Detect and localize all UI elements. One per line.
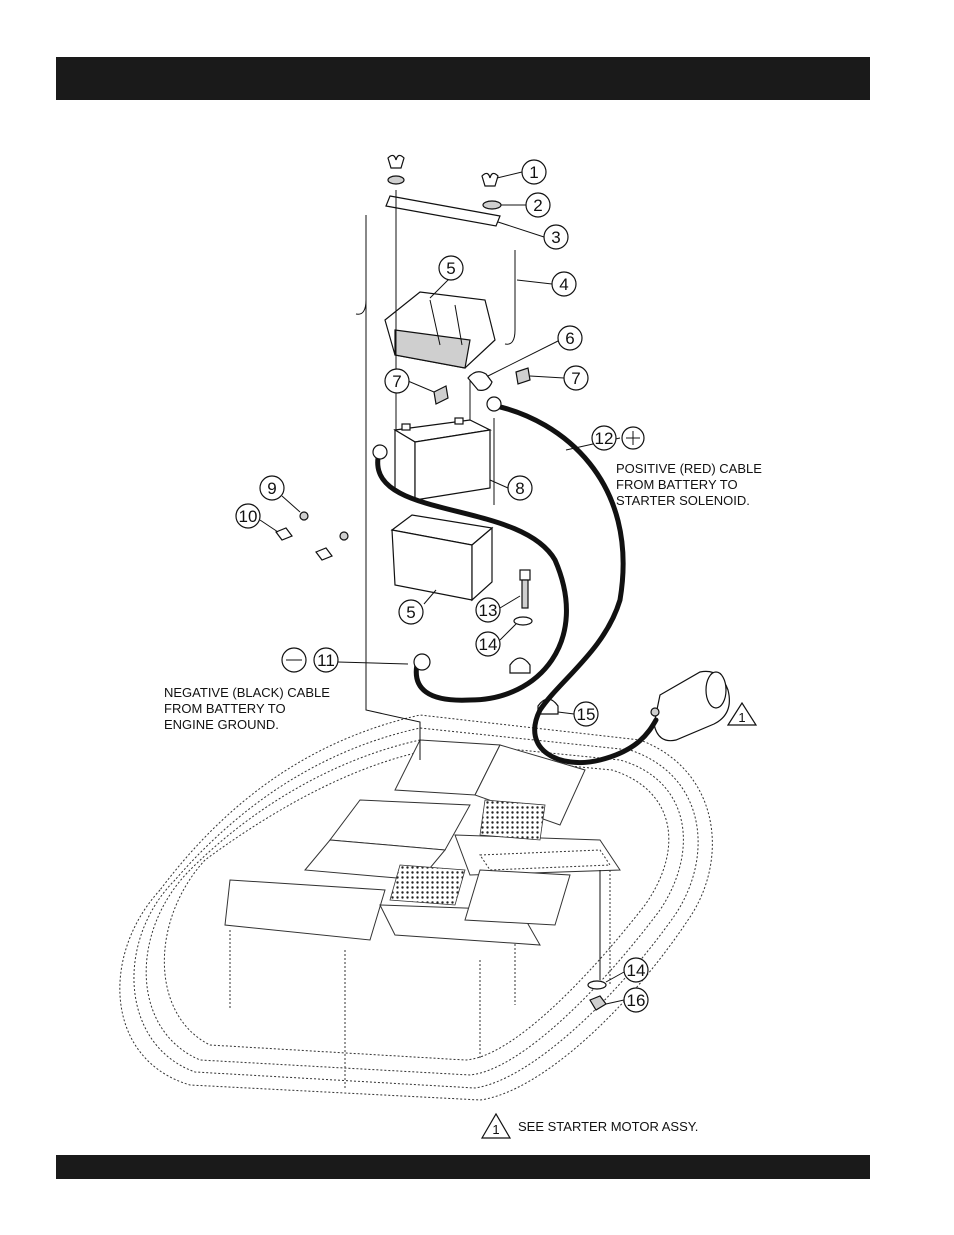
svg-text:4: 4 xyxy=(559,275,568,294)
svg-text:6: 6 xyxy=(565,329,574,348)
svg-text:STARTER SOLENOID.: STARTER SOLENOID. xyxy=(616,493,750,508)
svg-text:POSITIVE (RED) CABLE: POSITIVE (RED) CABLE xyxy=(616,461,762,476)
callout-15: 15 xyxy=(558,702,598,726)
mounting-plates xyxy=(225,740,620,945)
callout-9: 9 xyxy=(260,476,300,512)
legend: 1 SEE STARTER MOTOR ASSY. xyxy=(482,1114,698,1138)
reference-triangle-solenoid: 1 xyxy=(728,703,756,725)
j-bolt-left xyxy=(356,218,366,314)
svg-text:NEGATIVE (BLACK) CABLE: NEGATIVE (BLACK) CABLE xyxy=(164,685,330,700)
callout-14-upper: 14 xyxy=(476,624,516,656)
callout-4: 4 xyxy=(517,272,576,296)
svg-text:1: 1 xyxy=(492,1122,499,1137)
terminal-boot xyxy=(468,372,492,391)
callout-7-right: 7 xyxy=(530,366,588,390)
callout-2: 2 xyxy=(501,193,550,217)
svg-text:11: 11 xyxy=(317,651,335,670)
svg-text:7: 7 xyxy=(571,369,580,388)
svg-text:1: 1 xyxy=(529,163,538,182)
svg-text:15: 15 xyxy=(577,705,596,724)
svg-text:7: 7 xyxy=(392,372,401,391)
callout-1: 1 xyxy=(497,160,546,184)
positive-cable xyxy=(487,397,656,763)
terminal-bolt-right xyxy=(516,368,530,384)
svg-text:12: 12 xyxy=(595,429,614,448)
svg-text:1: 1 xyxy=(738,710,745,725)
callout-5-cover: 5 xyxy=(430,256,463,298)
svg-text:5: 5 xyxy=(446,259,455,278)
battery-tray xyxy=(392,515,492,600)
callout-7-left: 7 xyxy=(385,369,434,393)
svg-text:3: 3 xyxy=(551,228,560,247)
svg-text:5: 5 xyxy=(406,603,415,622)
callout-12: 12 xyxy=(566,426,644,450)
svg-text:14: 14 xyxy=(627,961,646,980)
svg-text:9: 9 xyxy=(267,479,276,498)
wing-nut-left xyxy=(388,155,404,184)
terminal-bolt-left xyxy=(434,386,448,404)
wing-nut-right xyxy=(482,173,498,186)
washers-nuts-left xyxy=(276,512,348,560)
hold-down-bar xyxy=(386,196,500,226)
svg-text:14: 14 xyxy=(479,635,498,654)
j-bolt-right xyxy=(505,250,515,344)
svg-text:13: 13 xyxy=(479,601,498,620)
callout-14-lower: 14 xyxy=(606,958,648,982)
starter-solenoid xyxy=(651,671,729,740)
svg-text:2: 2 xyxy=(533,196,542,215)
cable-clamps xyxy=(510,658,558,714)
callout-10: 10 xyxy=(236,504,278,532)
svg-text:FROM BATTERY TO: FROM BATTERY TO xyxy=(164,701,286,716)
callout-11: 11 xyxy=(282,648,408,672)
svg-text:SEE STARTER MOTOR ASSY.: SEE STARTER MOTOR ASSY. xyxy=(518,1119,698,1134)
svg-text:16: 16 xyxy=(627,991,646,1010)
positive-cable-note: POSITIVE (RED) CABLE FROM BATTERY TO STA… xyxy=(616,461,762,508)
callout-13: 13 xyxy=(476,596,520,622)
callout-3: 3 xyxy=(498,222,568,249)
callout-16: 16 xyxy=(606,988,648,1012)
battery-cover xyxy=(385,292,495,368)
svg-text:ENGINE GROUND.: ENGINE GROUND. xyxy=(164,717,279,732)
negative-cable-note: NEGATIVE (BLACK) CABLE FROM BATTERY TO E… xyxy=(164,685,330,732)
callout-5-tray: 5 xyxy=(399,590,436,624)
svg-text:10: 10 xyxy=(239,507,258,526)
lock-washer xyxy=(483,201,501,209)
callout-8: 8 xyxy=(490,476,532,500)
battery xyxy=(395,418,490,500)
svg-text:8: 8 xyxy=(515,479,524,498)
svg-text:FROM BATTERY TO: FROM BATTERY TO xyxy=(616,477,738,492)
